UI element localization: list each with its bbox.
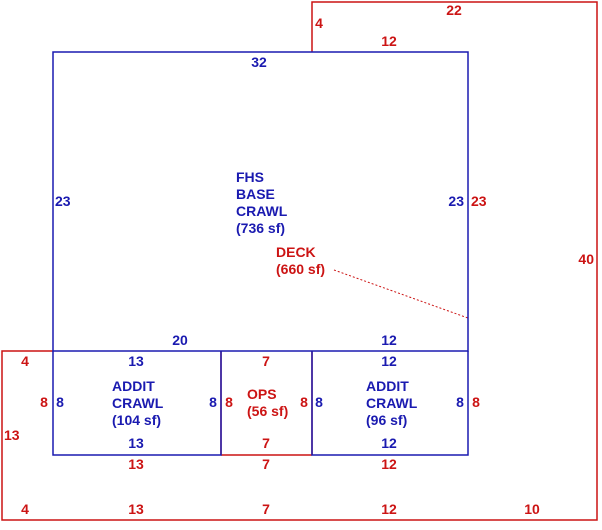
dim-fhs-bottom-left: 20 [172, 332, 188, 348]
addit-right-label-line: ADDIT [366, 378, 409, 394]
dim-deck-top: 22 [446, 2, 462, 18]
addit-left-label-line: CRAWL [112, 395, 164, 411]
dim-addit-right-bottom-red: 12 [381, 456, 397, 472]
dim-addit-left-bottom-red: 13 [128, 456, 144, 472]
dim-deck-top-left-step: 4 [315, 15, 323, 31]
dim-deck-bottom-left: 4 [21, 501, 29, 517]
dim-addit-right-right-blue: 8 [456, 394, 464, 410]
dim-deck-left-outer: 13 [4, 427, 20, 443]
dim-deck-right-inner: 23 [471, 193, 487, 209]
dim-ops-left: 8 [225, 394, 233, 410]
dim-deck-bottom-right: 10 [524, 501, 540, 517]
dim-deck-bottom-2: 7 [262, 501, 270, 517]
deck-area-label: DECK (660 sf) [276, 244, 325, 277]
dim-addit-right-top: 12 [381, 353, 397, 369]
dim-deck-left-step: 4 [21, 353, 29, 369]
deck-leader-line [333, 269, 469, 319]
dim-addit-left-side-red: 8 [40, 394, 48, 410]
addit-right-label-line: (96 sf) [366, 412, 407, 428]
deck-label-line: (660 sf) [276, 261, 325, 277]
addit-left-outline [52, 351, 222, 456]
dim-deck-right-outer: 40 [578, 251, 594, 267]
fhs-label-line: (736 sf) [236, 220, 285, 236]
ops-area-label: OPS (56 sf) [247, 386, 288, 419]
dim-ops-bottom-red: 7 [262, 456, 270, 472]
fhs-area-label: FHS BASE CRAWL (736 sf) [236, 169, 291, 236]
dim-fhs-top: 32 [251, 54, 267, 70]
addit-left-label-line: (104 sf) [112, 412, 161, 428]
addit-right-area-label: ADDIT CRAWL (96 sf) [366, 378, 421, 428]
dim-addit-right-bottom: 12 [381, 435, 397, 451]
dim-fhs-bottom-right: 12 [381, 332, 397, 348]
dim-fhs-left: 23 [55, 193, 71, 209]
dim-addit-left-right-blue: 8 [209, 394, 217, 410]
fhs-base-outline [52, 51, 469, 352]
dim-ops-right: 8 [300, 394, 308, 410]
fhs-label-line: CRAWL [236, 203, 288, 219]
addit-right-outline [311, 351, 469, 456]
addit-left-label-line: ADDIT [112, 378, 155, 394]
deck-outline [1, 1, 598, 521]
ops-label-line: (56 sf) [247, 403, 288, 419]
dim-deck-top-inner: 12 [381, 33, 397, 49]
fhs-label-line: FHS [236, 169, 264, 185]
deck-label-line: DECK [276, 244, 316, 260]
ops-label-line: OPS [247, 386, 277, 402]
dim-fhs-right: 23 [448, 193, 464, 209]
fhs-label-line: BASE [236, 186, 275, 202]
dim-ops-top: 7 [262, 353, 270, 369]
dim-addit-left-top: 13 [128, 353, 144, 369]
dim-deck-bottom-1: 13 [128, 501, 144, 517]
dim-addit-left-bottom: 13 [128, 435, 144, 451]
dim-addit-left-side-blue: 8 [56, 394, 64, 410]
dim-addit-right-left: 8 [315, 394, 323, 410]
dim-addit-right-right-red: 8 [472, 394, 480, 410]
dim-deck-bottom-3: 12 [381, 501, 397, 517]
dim-ops-bottom: 7 [262, 435, 270, 451]
addit-right-label-line: CRAWL [366, 395, 418, 411]
addit-left-area-label: ADDIT CRAWL (104 sf) [112, 378, 167, 428]
